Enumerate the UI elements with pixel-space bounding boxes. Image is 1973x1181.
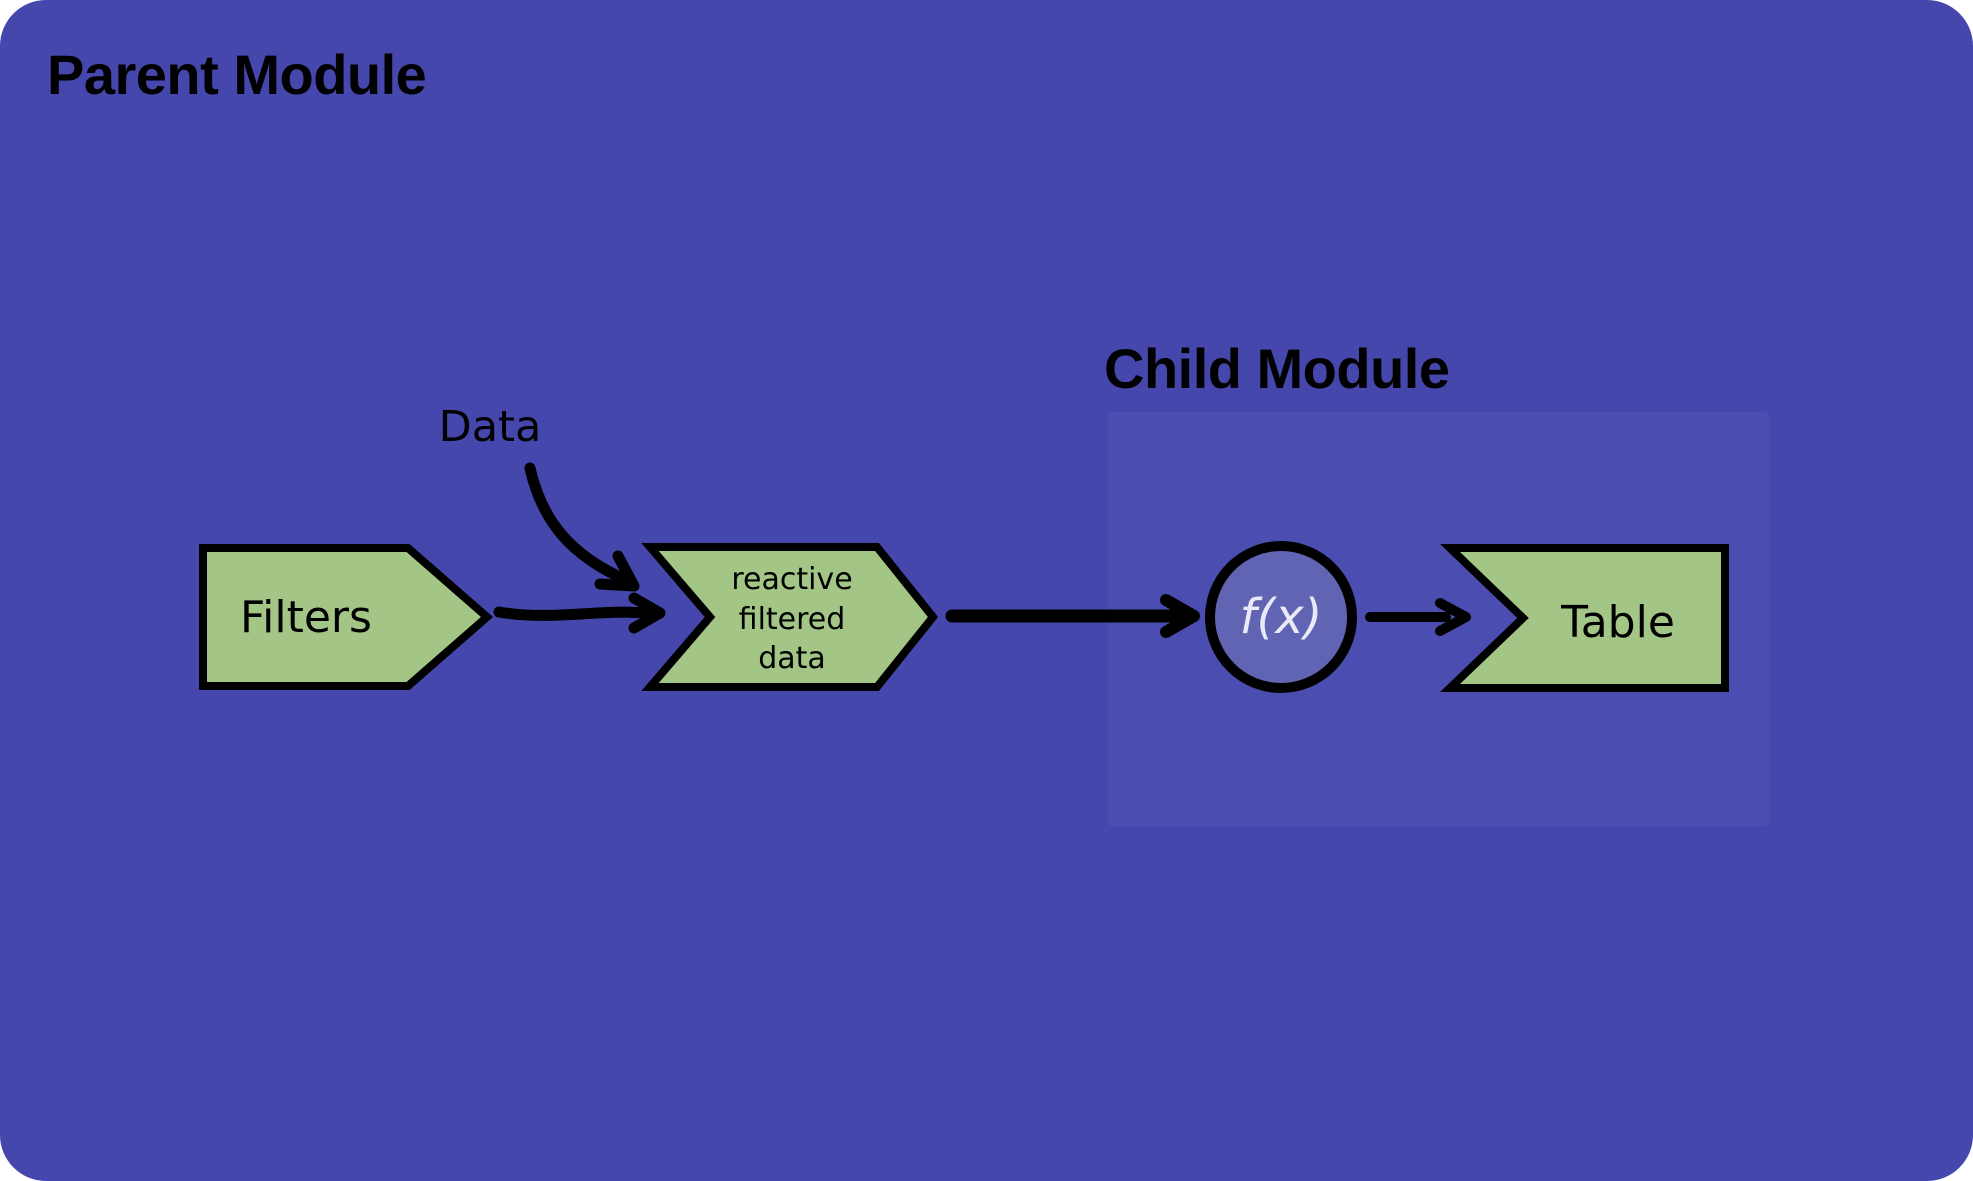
child-module-title: Child Module bbox=[1104, 337, 1450, 400]
reactive-node-label-line3: data bbox=[758, 641, 826, 676]
reactive-node-label-line2: filtered bbox=[739, 602, 846, 637]
reactive-to-fx-arrowhead-icon bbox=[1160, 594, 1200, 638]
reactive-node-label-line1: reactive bbox=[731, 562, 852, 597]
reactive-filtered-data-node bbox=[641, 543, 939, 691]
fx-node bbox=[1205, 541, 1357, 693]
table-node bbox=[1440, 544, 1729, 692]
fx-to-table-arrowhead-icon bbox=[1435, 598, 1471, 636]
filters-node-label: Filters bbox=[240, 592, 372, 643]
filters-node bbox=[199, 544, 494, 690]
filters-to-reactive-arrowhead-icon bbox=[628, 592, 666, 634]
parent-module-title: Parent Module bbox=[47, 43, 427, 106]
data-arrowhead-icon bbox=[594, 550, 640, 592]
table-node-label: Table bbox=[1560, 597, 1675, 648]
fx-node-label: f(x) bbox=[1240, 589, 1323, 645]
data-annotation-label: Data bbox=[439, 402, 542, 452]
data-arrow bbox=[524, 462, 632, 586]
filters-to-reactive-arrow bbox=[493, 606, 650, 621]
